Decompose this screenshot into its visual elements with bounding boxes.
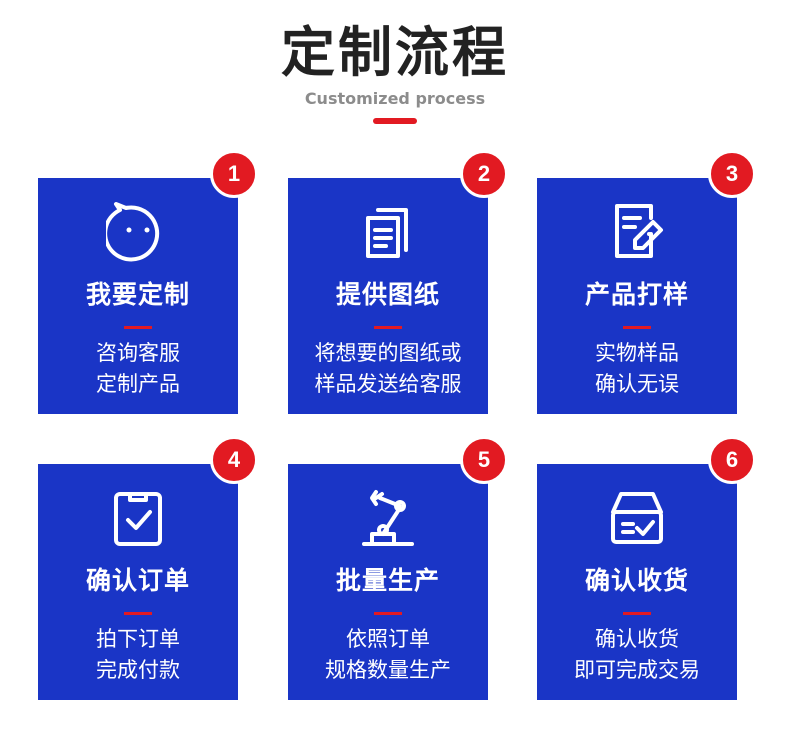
step-card-2: 提供图纸 将想要的图纸或 样品发送给客服 xyxy=(288,178,488,414)
step-title: 提供图纸 xyxy=(335,280,440,309)
title-underline xyxy=(373,118,417,124)
step-description: 依照订单 规格数量生产 xyxy=(288,624,488,686)
step-desc-line: 样品发送给客服 xyxy=(314,372,462,396)
clipboard-check-icon xyxy=(106,486,170,550)
page-title: 定制流程 xyxy=(281,21,509,84)
step-desc-line: 拍下订单 xyxy=(96,627,180,651)
step-number-badge: 4 xyxy=(210,436,258,484)
step-card-6: 确认收货 确认收货 即可完成交易 xyxy=(537,464,737,700)
step-divider xyxy=(374,612,402,615)
step-desc-line: 即可完成交易 xyxy=(574,658,700,682)
step-card-5: 批量生产 依照订单 规格数量生产 xyxy=(288,464,488,700)
step-divider xyxy=(374,326,402,329)
step-number-badge: 1 xyxy=(210,150,258,198)
step-description: 咨询客服 定制产品 xyxy=(38,338,238,400)
edit-tag-icon xyxy=(605,200,669,264)
step-title: 我要定制 xyxy=(85,280,190,309)
step-desc-line: 确认收货 xyxy=(595,627,679,651)
step-description: 实物样品 确认无误 xyxy=(537,338,737,400)
step-divider xyxy=(124,612,152,615)
step-desc-line: 规格数量生产 xyxy=(325,658,451,682)
step-desc-line: 确认无误 xyxy=(595,372,679,396)
step-description: 将想要的图纸或 样品发送给客服 xyxy=(288,338,488,400)
step-desc-line: 实物样品 xyxy=(595,341,679,365)
step-card-4: 确认订单 拍下订单 完成付款 xyxy=(38,464,238,700)
step-card-1: 我要定制 咨询客服 定制产品 xyxy=(38,178,238,414)
step-divider xyxy=(124,326,152,329)
box-check-icon xyxy=(605,486,669,550)
step-desc-line: 完成付款 xyxy=(96,658,180,682)
step-description: 确认收货 即可完成交易 xyxy=(537,624,737,686)
step-card-3: 产品打样 实物样品 确认无误 xyxy=(537,178,737,414)
step-number-badge: 3 xyxy=(708,150,756,198)
page-subtitle: Customized process xyxy=(304,89,486,108)
step-divider xyxy=(623,326,651,329)
step-title: 产品打样 xyxy=(584,280,689,309)
chat-face-icon xyxy=(106,200,170,264)
step-desc-line: 咨询客服 xyxy=(96,341,180,365)
step-title: 确认订单 xyxy=(85,566,190,595)
step-title: 批量生产 xyxy=(335,566,440,595)
step-desc-line: 将想要的图纸或 xyxy=(314,341,462,365)
step-number-badge: 2 xyxy=(460,150,508,198)
step-desc-line: 依照订单 xyxy=(346,627,430,651)
step-title: 确认收货 xyxy=(584,566,689,595)
step-desc-line: 定制产品 xyxy=(96,372,180,396)
robot-arm-icon xyxy=(356,486,420,550)
step-number-badge: 6 xyxy=(708,436,756,484)
step-number-badge: 5 xyxy=(460,436,508,484)
documents-icon xyxy=(356,200,420,264)
step-divider xyxy=(623,612,651,615)
step-description: 拍下订单 完成付款 xyxy=(38,624,238,686)
